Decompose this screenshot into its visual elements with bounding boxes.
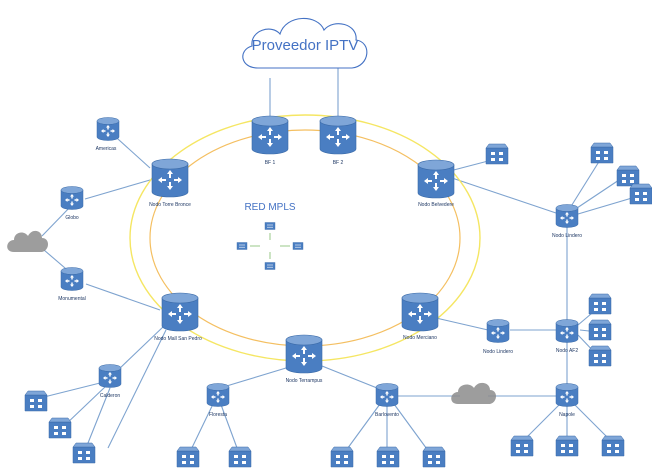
end-device [72, 442, 96, 464]
switch-americas[interactable]: Americas [96, 117, 120, 153]
end-device [176, 446, 200, 468]
end-device [485, 143, 509, 165]
router-torre-bronce[interactable]: Nodo Torre Bronce [149, 158, 191, 208]
switch-label: Calderon [100, 393, 121, 399]
switch-napole[interactable]: Napole [555, 383, 579, 419]
switch-lindero-2[interactable]: Nodo Lindero [483, 319, 513, 356]
switch-label: Barlovento [375, 412, 399, 418]
end-device [588, 319, 612, 341]
cloud-label: Proveedor IPTV [252, 37, 359, 54]
end-device [228, 446, 252, 468]
switch-label: Nodo Lindero [552, 233, 582, 239]
mpls-label: RED MPLS [244, 202, 295, 213]
end-device [48, 417, 72, 439]
switch-label: Monumental [58, 296, 86, 302]
router-label: BF 1 [265, 160, 276, 166]
end-device [590, 142, 614, 164]
switch-barlovento[interactable]: Barlovento [375, 383, 399, 419]
switch-floresta[interactable]: Floresta [206, 383, 230, 419]
end-device [588, 293, 612, 315]
switch-nodo-af2[interactable]: Nodo AF2 [555, 319, 579, 355]
end-device [24, 390, 48, 412]
router-label: Nodo Torre Bronce [149, 202, 191, 208]
router-label: Nodo Merciano [403, 335, 437, 341]
switch-label: Nodo Lindero [483, 349, 513, 355]
end-device [422, 446, 446, 468]
switch-lindero[interactable]: Nodo Lindero [552, 204, 582, 240]
iptv-provider-cloud: Proveedor IPTV [242, 17, 368, 69]
router-label: Nodo Terrampus [286, 378, 323, 384]
grey-cloud-bottom [451, 382, 496, 404]
router-label: Nodo Mall San Pedro [154, 336, 202, 342]
end-device [588, 345, 612, 367]
end-device [629, 183, 652, 205]
grey-cloud-left [7, 230, 48, 252]
switch-globo[interactable]: Globo [60, 186, 84, 222]
router-belvedere[interactable]: Nodo Belvedere [417, 159, 455, 208]
router-label: Nodo Belvedere [418, 202, 454, 208]
switch-label: Globo [65, 215, 79, 221]
end-device [616, 165, 640, 187]
mpls-icon-cluster [236, 222, 304, 270]
router-bf2[interactable]: BF 2 [319, 115, 357, 166]
end-device [555, 435, 579, 457]
switch-label: Napole [559, 412, 575, 418]
end-device [330, 446, 354, 468]
end-device [510, 435, 534, 457]
switch-label: Nodo AF2 [556, 348, 578, 354]
switch-label: Americas [96, 146, 117, 152]
router-terrampus[interactable]: Nodo Terrampus [285, 334, 323, 384]
end-device [601, 435, 625, 457]
end-device [376, 446, 400, 468]
switch-monumental[interactable]: Monumental [58, 267, 86, 303]
router-label: BF 2 [333, 160, 344, 166]
router-merciano[interactable]: Nodo Merciano [401, 292, 439, 341]
switch-calderon[interactable]: Calderon [98, 364, 122, 400]
switch-label: Floresta [209, 412, 227, 418]
router-bf1[interactable]: BF 1 [251, 115, 289, 166]
end-devices [24, 142, 652, 468]
router-mall-san-pedro[interactable]: Nodo Mall San Pedro [154, 292, 202, 342]
